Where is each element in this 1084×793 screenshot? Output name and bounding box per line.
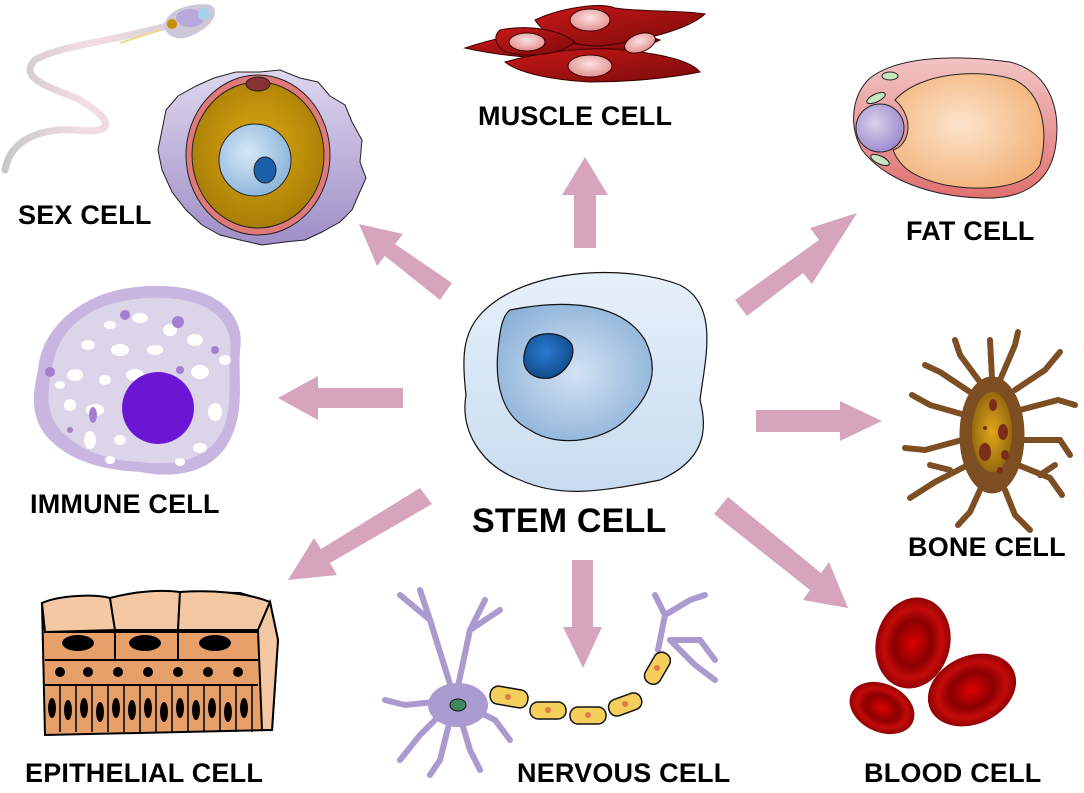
arrow-to-sex-cell: [359, 224, 452, 300]
arrow-to-nervous-cell: [563, 560, 602, 668]
arrows: [278, 157, 882, 668]
sperm-tail: [1, 21, 174, 174]
epithelial-cell-illustration: [40, 589, 280, 737]
label-stem-cell: STEM CELL: [472, 502, 667, 540]
label-nervous-cell: NERVOUS CELL: [517, 758, 731, 788]
arrow-to-fat-cell: [735, 213, 857, 316]
arrow-to-bone-cell: [756, 401, 882, 441]
sex-cell-illustration: [1, 4, 367, 246]
arrow-to-muscle: [562, 157, 608, 248]
label-bone-cell: BONE CELL: [908, 532, 1066, 562]
muscle-cell-illustration: [463, 5, 707, 83]
stem-cell-illustration: [463, 271, 708, 492]
arrow-to-immune-cell: [278, 376, 403, 420]
label-immune-cell: IMMUNE CELL: [30, 489, 220, 519]
blood-cell-illustration: [849, 597, 1017, 735]
immune-cell-illustration: [33, 285, 241, 475]
label-blood-cell: BLOOD CELL: [864, 758, 1042, 788]
label-muscle-cell: MUSCLE CELL: [478, 101, 673, 131]
label-sex-cell: SEX CELL: [18, 200, 152, 230]
arrow-to-blood-cell: [714, 497, 848, 608]
immune-nucleus: [122, 372, 194, 444]
label-fat-cell: FAT CELL: [906, 216, 1035, 246]
bone-cell-illustration: [902, 329, 1078, 533]
arrow-to-epithelial-cell: [288, 488, 432, 580]
label-epithelial-cell: EPITHELIAL CELL: [25, 758, 264, 788]
fat-cell-illustration: [853, 57, 1058, 199]
nervous-cell-illustration: [382, 587, 718, 778]
